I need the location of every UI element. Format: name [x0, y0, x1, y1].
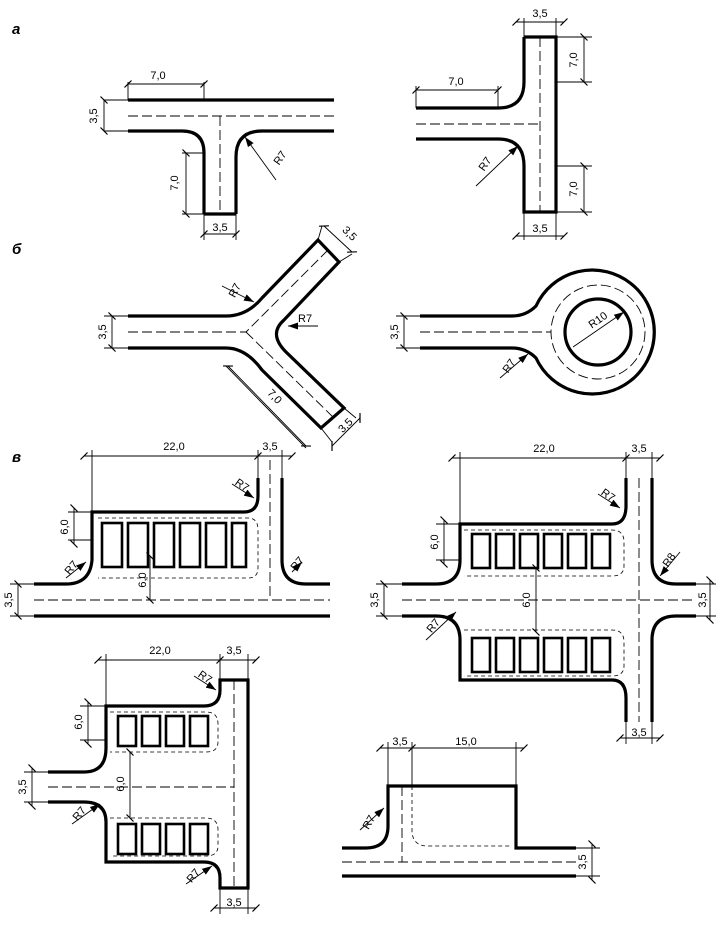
dim-length-label: 6,0	[59, 519, 71, 534]
dim-width-label: 3,5	[212, 222, 227, 234]
parking-crossroads: 22,0 3,5 6,0 6,0 3,5 3,5 3,5 R7 R8 R7	[369, 443, 716, 744]
parking-t-bottom: 22,0 3,5 6,0 6,0 3,5 3,5 R7 R7 R7	[17, 645, 260, 914]
dim-width-label: 3,5	[532, 8, 547, 20]
dim-width-label: 3,5	[369, 592, 381, 607]
dim-length-label: 22,0	[533, 443, 554, 455]
section-label-v: в	[12, 449, 21, 466]
parking-t-left: 22,0 3,5 6,0 6,0 3,5 R7 R7 R7	[3, 441, 330, 620]
dim-length-label: 7,0	[150, 70, 165, 82]
dim-width-label: 3,5	[631, 443, 646, 455]
radius-label: R7	[233, 477, 251, 495]
dim-width-label: 3,5	[88, 108, 100, 123]
parking-stalls-bottom	[470, 636, 612, 674]
parking-stalls-top	[116, 714, 210, 748]
section-label-b: б	[12, 241, 22, 258]
radius-label: R7	[298, 313, 312, 325]
dim-length-label: 22,0	[149, 645, 170, 657]
parking-stalls-top	[470, 532, 612, 570]
radius-label: R7	[599, 487, 617, 505]
dim-width-label: 3,5	[17, 779, 29, 794]
dim-length-label: 22,0	[163, 441, 184, 453]
dim-length-label: 7,0	[169, 175, 181, 190]
dim-width-label: 3,5	[697, 592, 709, 607]
radius-label: R7	[227, 282, 244, 300]
dim-length-label: 7,0	[448, 76, 463, 88]
radius-label: R7	[425, 617, 443, 635]
dim-length-label: 15,0	[455, 736, 476, 748]
lay-by: 3,5 15,0 3,5 R7	[342, 736, 600, 884]
dim-length-label: 6,0	[115, 776, 127, 791]
y-junction: 3,5 3,5 7,0 3,5 R7 R7	[97, 224, 361, 451]
radius-label: R7	[501, 357, 519, 375]
radius-label: R7	[196, 669, 214, 687]
t-junction-down: 3,5 7,0 7,0 3,5 R7	[88, 70, 334, 240]
radius-label: R7	[71, 805, 89, 823]
dim-length-label: 7,0	[568, 181, 580, 196]
radius-label: R10	[587, 310, 610, 331]
dim-width-label: 3,5	[577, 854, 589, 869]
dim-width-label: 3,5	[3, 592, 15, 607]
dim-width-label: 3,5	[97, 324, 109, 339]
dim-length-label: 6,0	[521, 592, 533, 607]
dim-width-label: 3,5	[389, 324, 401, 339]
dim-length-label: 6,0	[429, 534, 441, 549]
dim-width-label: 3,5	[631, 727, 646, 739]
dim-width-label: 3,5	[532, 223, 547, 235]
dim-width-label: 3,5	[262, 441, 277, 453]
dim-width-label: 3,5	[226, 645, 241, 657]
section-label-a: а	[12, 21, 20, 38]
dim-width-label: 3,5	[339, 224, 358, 243]
dim-width-label: 3,5	[226, 897, 241, 909]
turning-loop: 3,5 R10 R7	[389, 268, 656, 396]
radius-label: R7	[289, 555, 307, 573]
dim-length-label: 6,0	[73, 714, 85, 729]
dim-length-label: 7,0	[568, 52, 580, 67]
parking-stalls	[100, 521, 248, 569]
radius-label: R8	[661, 551, 679, 569]
dim-width-label: 3,5	[392, 736, 407, 748]
parking-stalls-bottom	[116, 822, 210, 856]
radius-label: R7	[272, 149, 290, 167]
dim-width-label: 3,5	[336, 416, 355, 435]
radius-label: R7	[63, 559, 81, 577]
t-junction-side: 3,5 7,0 7,0 7,0 3,5 R7	[412, 8, 592, 240]
dim-length-label: 6,0	[137, 572, 149, 587]
